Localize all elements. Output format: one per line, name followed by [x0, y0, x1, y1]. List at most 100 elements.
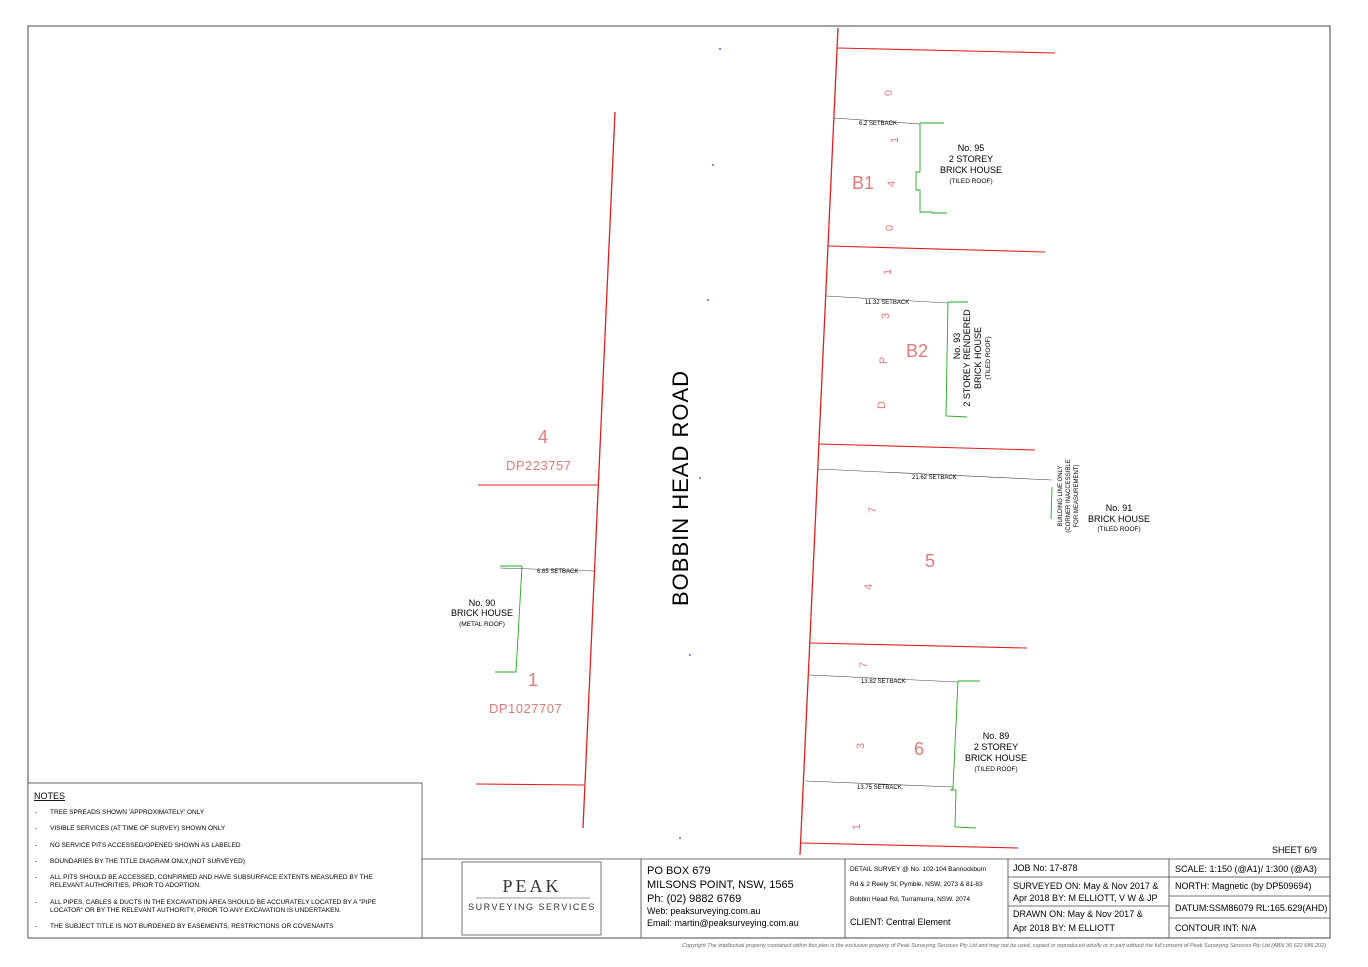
lot-b1: B1 — [852, 173, 874, 193]
svg-text:BRICK HOUSE: BRICK HOUSE — [940, 165, 1002, 175]
lot6-char: 7 — [858, 662, 870, 668]
svg-text:BRICK HOUSE: BRICK HOUSE — [965, 753, 1027, 763]
contact-block: PO BOX 679 MILSONS POINT, NSW, 1565 Ph: … — [647, 865, 799, 928]
notes-list: - TREE SPREADS SHOWN 'APPROXIMATELY' ONLY… — [35, 809, 377, 930]
svg-text:PO BOX 679: PO BOX 679 — [647, 865, 711, 877]
svg-text:No. 89: No. 89 — [983, 731, 1010, 741]
svg-text:-: - — [35, 825, 37, 832]
svg-text:SCALE: 1:150 (@A1)/ 1:300 (@A: SCALE: 1:150 (@A1)/ 1:300 (@A3) — [1175, 864, 1317, 874]
road-name: BOBBIN HEAD ROAD — [668, 370, 693, 606]
lot6-char: 3 — [855, 743, 867, 749]
setback-93: 11.32 SETBACK — [865, 300, 909, 306]
east-dp-characters: 0 1 4 0 1 3 P D — [876, 90, 901, 409]
setback-95: 6.2 SETBACK — [859, 121, 897, 127]
svg-text:ALL PIPES, CABLES & DUCTS IN T: ALL PIPES, CABLES & DUCTS IN THE EXCAVAT… — [50, 899, 377, 906]
svg-text:Bobbin Head Rd, Turramurra, NS: Bobbin Head Rd, Turramurra, NSW. 2074 — [850, 896, 970, 903]
svg-text:Web: peaksurveying.com.au: Web: peaksurveying.com.au — [647, 906, 760, 916]
detail-block: DETAIL SURVEY @ No. 102-104 Bannockburn … — [850, 866, 987, 927]
svg-text:-: - — [35, 899, 37, 906]
svg-text:D: D — [876, 401, 888, 409]
svg-text:(TILED ROOF): (TILED ROOF) — [949, 178, 992, 185]
svg-text:Ph: (02) 9882 6769: Ph: (02) 9882 6769 — [647, 893, 741, 905]
lot-4: 4 — [538, 427, 548, 447]
east-lot-lines — [800, 47, 1056, 849]
svg-text:VISIBLE SERVICES (AT TIME OF S: VISIBLE SERVICES (AT TIME OF SURVEY) SHO… — [50, 825, 226, 832]
svg-text:-: - — [35, 809, 37, 816]
title-block — [422, 858, 1330, 938]
svg-text:1: 1 — [882, 269, 894, 275]
svg-text:2 STOREY: 2 STOREY — [974, 742, 1018, 752]
svg-text:3: 3 — [880, 313, 892, 319]
svg-text:(TILED ROOF): (TILED ROOF) — [974, 766, 1017, 773]
sheet-border — [27, 25, 1331, 939]
setback-91: 21.62 SETBACK — [912, 475, 957, 481]
svg-text:BOUNDARIES BY THE TITLE DIAGR: BOUNDARIES BY THE TITLE DIAGRAM ONLY,(NO… — [50, 858, 245, 865]
meta-block: SCALE: 1:150 (@A1)/ 1:300 (@A3) NORTH: M… — [1175, 864, 1327, 933]
logo-tagline: SURVEYING SERVICES — [468, 902, 596, 912]
svg-text:-: - — [35, 874, 37, 881]
svg-text:Apr 2018 BY: M ELLIOTT: Apr 2018 BY: M ELLIOTT — [1013, 923, 1116, 933]
svg-text:2 STOREY RENDERED: 2 STOREY RENDERED — [962, 309, 972, 407]
svg-text:NO SERVICE PITS ACCESSED/OPENE: NO SERVICE PITS ACCESSED/OPENED SHOWN AS… — [50, 842, 241, 849]
job-block: JOB No: 17-878 SURVEYED ON: May & Nov 20… — [1013, 863, 1158, 933]
svg-text:BRICK HOUSE: BRICK HOUSE — [973, 327, 983, 389]
svg-text:No. 95: No. 95 — [958, 143, 985, 153]
svg-text:NORTH: Magnetic (by DP509694): NORTH: Magnetic (by DP509694) — [1175, 881, 1311, 891]
dp-223757: DP223757 — [506, 458, 571, 473]
notes-title: NOTES — [34, 791, 65, 801]
svg-text:No. 91: No. 91 — [1106, 503, 1133, 513]
svg-text:No. 90: No. 90 — [469, 598, 496, 608]
svg-text:BUILDING LINE ONLY: BUILDING LINE ONLY — [1058, 466, 1064, 527]
svg-text:(METAL ROOF): (METAL ROOF) — [459, 621, 505, 628]
house-89: No. 89 2 STOREY BRICK HOUSE (TILED ROOF) — [965, 731, 1027, 773]
setback-lines — [499, 117, 1053, 788]
dp-1027707: DP1027707 — [489, 701, 562, 716]
svg-text:1: 1 — [889, 137, 901, 143]
west-lot-lines — [475, 484, 598, 786]
sheet-number: SHEET 6/9 — [1272, 845, 1317, 855]
svg-text:BRICK HOUSE: BRICK HOUSE — [1088, 514, 1150, 524]
notes-box — [27, 782, 423, 939]
svg-text:Apr 2018 BY: M ELLIOTT, V W &: Apr 2018 BY: M ELLIOTT, V W & JP — [1013, 893, 1158, 903]
svg-text:CONTOUR INT: N/A: CONTOUR INT: N/A — [1175, 923, 1256, 933]
svg-text:RELEVANT AUTHORITIES, PRIOR TO: RELEVANT AUTHORITIES, PRIOR TO ADOPTION. — [50, 882, 201, 889]
lot-5: 5 — [925, 551, 935, 571]
svg-text:2 STOREY: 2 STOREY — [949, 154, 993, 164]
svg-text:-: - — [35, 858, 37, 865]
house-93: No. 93 2 STOREY RENDERED BRICK HOUSE (TI… — [952, 309, 992, 407]
svg-text:(TILED ROOF): (TILED ROOF) — [985, 336, 992, 379]
road-boundaries — [582, 27, 839, 856]
building-outlines — [495, 122, 1053, 829]
setback-89a: 13.82 SETBACK — [861, 679, 906, 685]
logo-frame — [461, 861, 602, 936]
svg-text:P: P — [878, 357, 890, 364]
lot-6: 6 — [914, 739, 924, 759]
svg-text:BRICK HOUSE: BRICK HOUSE — [451, 608, 513, 618]
lot6-char: 1 — [851, 824, 863, 830]
house-91: BUILDING LINE ONLY (CORNER INACCESSIBLE … — [1058, 459, 1150, 533]
svg-text:DRAWN ON: May & Nov 2017 &: DRAWN ON: May & Nov 2017 & — [1013, 909, 1143, 919]
svg-text:SURVEYED ON: May & Nov 2017 &: SURVEYED ON: May & Nov 2017 & — [1013, 881, 1158, 891]
lot5-char: 7 — [867, 507, 879, 513]
svg-text:0: 0 — [883, 90, 895, 96]
lot-1: 1 — [528, 670, 538, 690]
spot-levels — [679, 48, 721, 839]
svg-text:TREE SPREADS SHOWN 'APPROXIMAT: TREE SPREADS SHOWN 'APPROXIMATELY' ONLY — [50, 809, 205, 816]
svg-text:THE SUBJECT TITLE IS NOT BURDE: THE SUBJECT TITLE IS NOT BURDENED BY EAS… — [50, 923, 334, 930]
setback-90: 6.65 SETBACK — [537, 569, 578, 575]
setback-89b: 13.75 SETBACK — [857, 785, 902, 791]
svg-text:JOB No: 17-878: JOB No: 17-878 — [1013, 863, 1078, 873]
house-95: No. 95 2 STOREY BRICK HOUSE (TILED ROOF) — [940, 143, 1002, 185]
lot-b2: B2 — [906, 341, 928, 361]
lot5-char: 4 — [863, 584, 875, 590]
copyright-line: Copyright The intellectual property cont… — [682, 943, 1326, 949]
svg-text:Rd & 2 Reely St, Pymble, NSW,: Rd & 2 Reely St, Pymble, NSW, 2073 & 81-… — [850, 881, 983, 888]
svg-text:FOR MEASUREMENT): FOR MEASUREMENT) — [1074, 464, 1080, 527]
svg-text:DETAIL SURVEY @ No. 102-104 Ba: DETAIL SURVEY @ No. 102-104 Bannockburn — [850, 866, 987, 873]
svg-text:(CORNER INACCESSIBLE: (CORNER INACCESSIBLE — [1066, 459, 1072, 532]
svg-text:0: 0 — [884, 225, 896, 231]
svg-text:-: - — [35, 842, 37, 849]
svg-text:CLIENT: Central Element: CLIENT: Central Element — [850, 917, 951, 927]
svg-text:(TILED ROOF): (TILED ROOF) — [1097, 526, 1140, 533]
